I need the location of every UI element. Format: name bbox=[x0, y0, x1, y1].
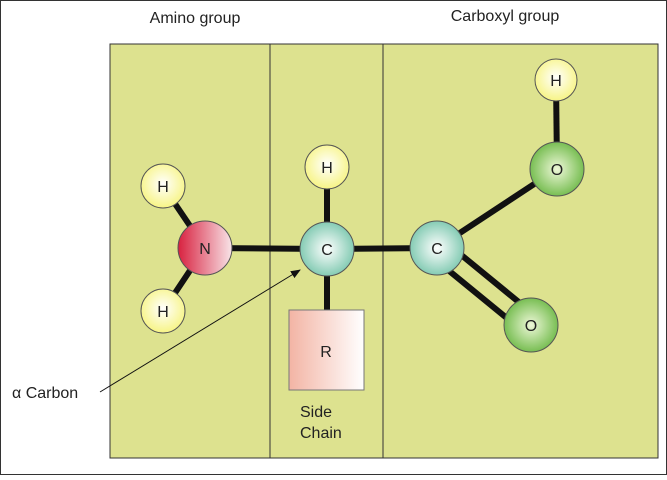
atom-label: H bbox=[157, 304, 169, 321]
atom-label: C bbox=[321, 242, 333, 259]
side-chain-label-line2: Chain bbox=[300, 425, 342, 442]
atom-label: O bbox=[551, 162, 563, 179]
hydrogen-atom-amino-top bbox=[140, 163, 186, 209]
side-chain-label-line1: Side bbox=[300, 404, 332, 421]
r-group-label: R bbox=[320, 344, 332, 361]
oxygen-atom-carbonyl bbox=[503, 297, 559, 353]
amino-group-label: Amino group bbox=[150, 10, 241, 27]
carboxyl-carbon-atom bbox=[409, 220, 465, 276]
atom-label: H bbox=[321, 160, 333, 177]
carboxyl-group-label: Carboxyl group bbox=[451, 8, 560, 25]
r-group-box bbox=[288, 309, 365, 391]
alpha-carbon-label: α Carbon bbox=[12, 385, 78, 402]
atom-label: O bbox=[525, 318, 537, 335]
alpha-carbon-arrow bbox=[99, 269, 301, 393]
nitrogen-atom bbox=[177, 220, 233, 276]
atom-label: H bbox=[157, 179, 169, 196]
hydrogen-atom-amino-bottom bbox=[140, 288, 186, 334]
atom-label: N bbox=[199, 241, 211, 258]
hydrogen-atom-hydroxyl bbox=[534, 58, 578, 102]
alpha-carbon-atom bbox=[299, 221, 355, 277]
hydrogen-atom-alpha bbox=[304, 144, 350, 190]
oxygen-atom-hydroxyl bbox=[529, 141, 585, 197]
atom-label: C bbox=[431, 241, 443, 258]
atom-label: H bbox=[550, 73, 562, 90]
